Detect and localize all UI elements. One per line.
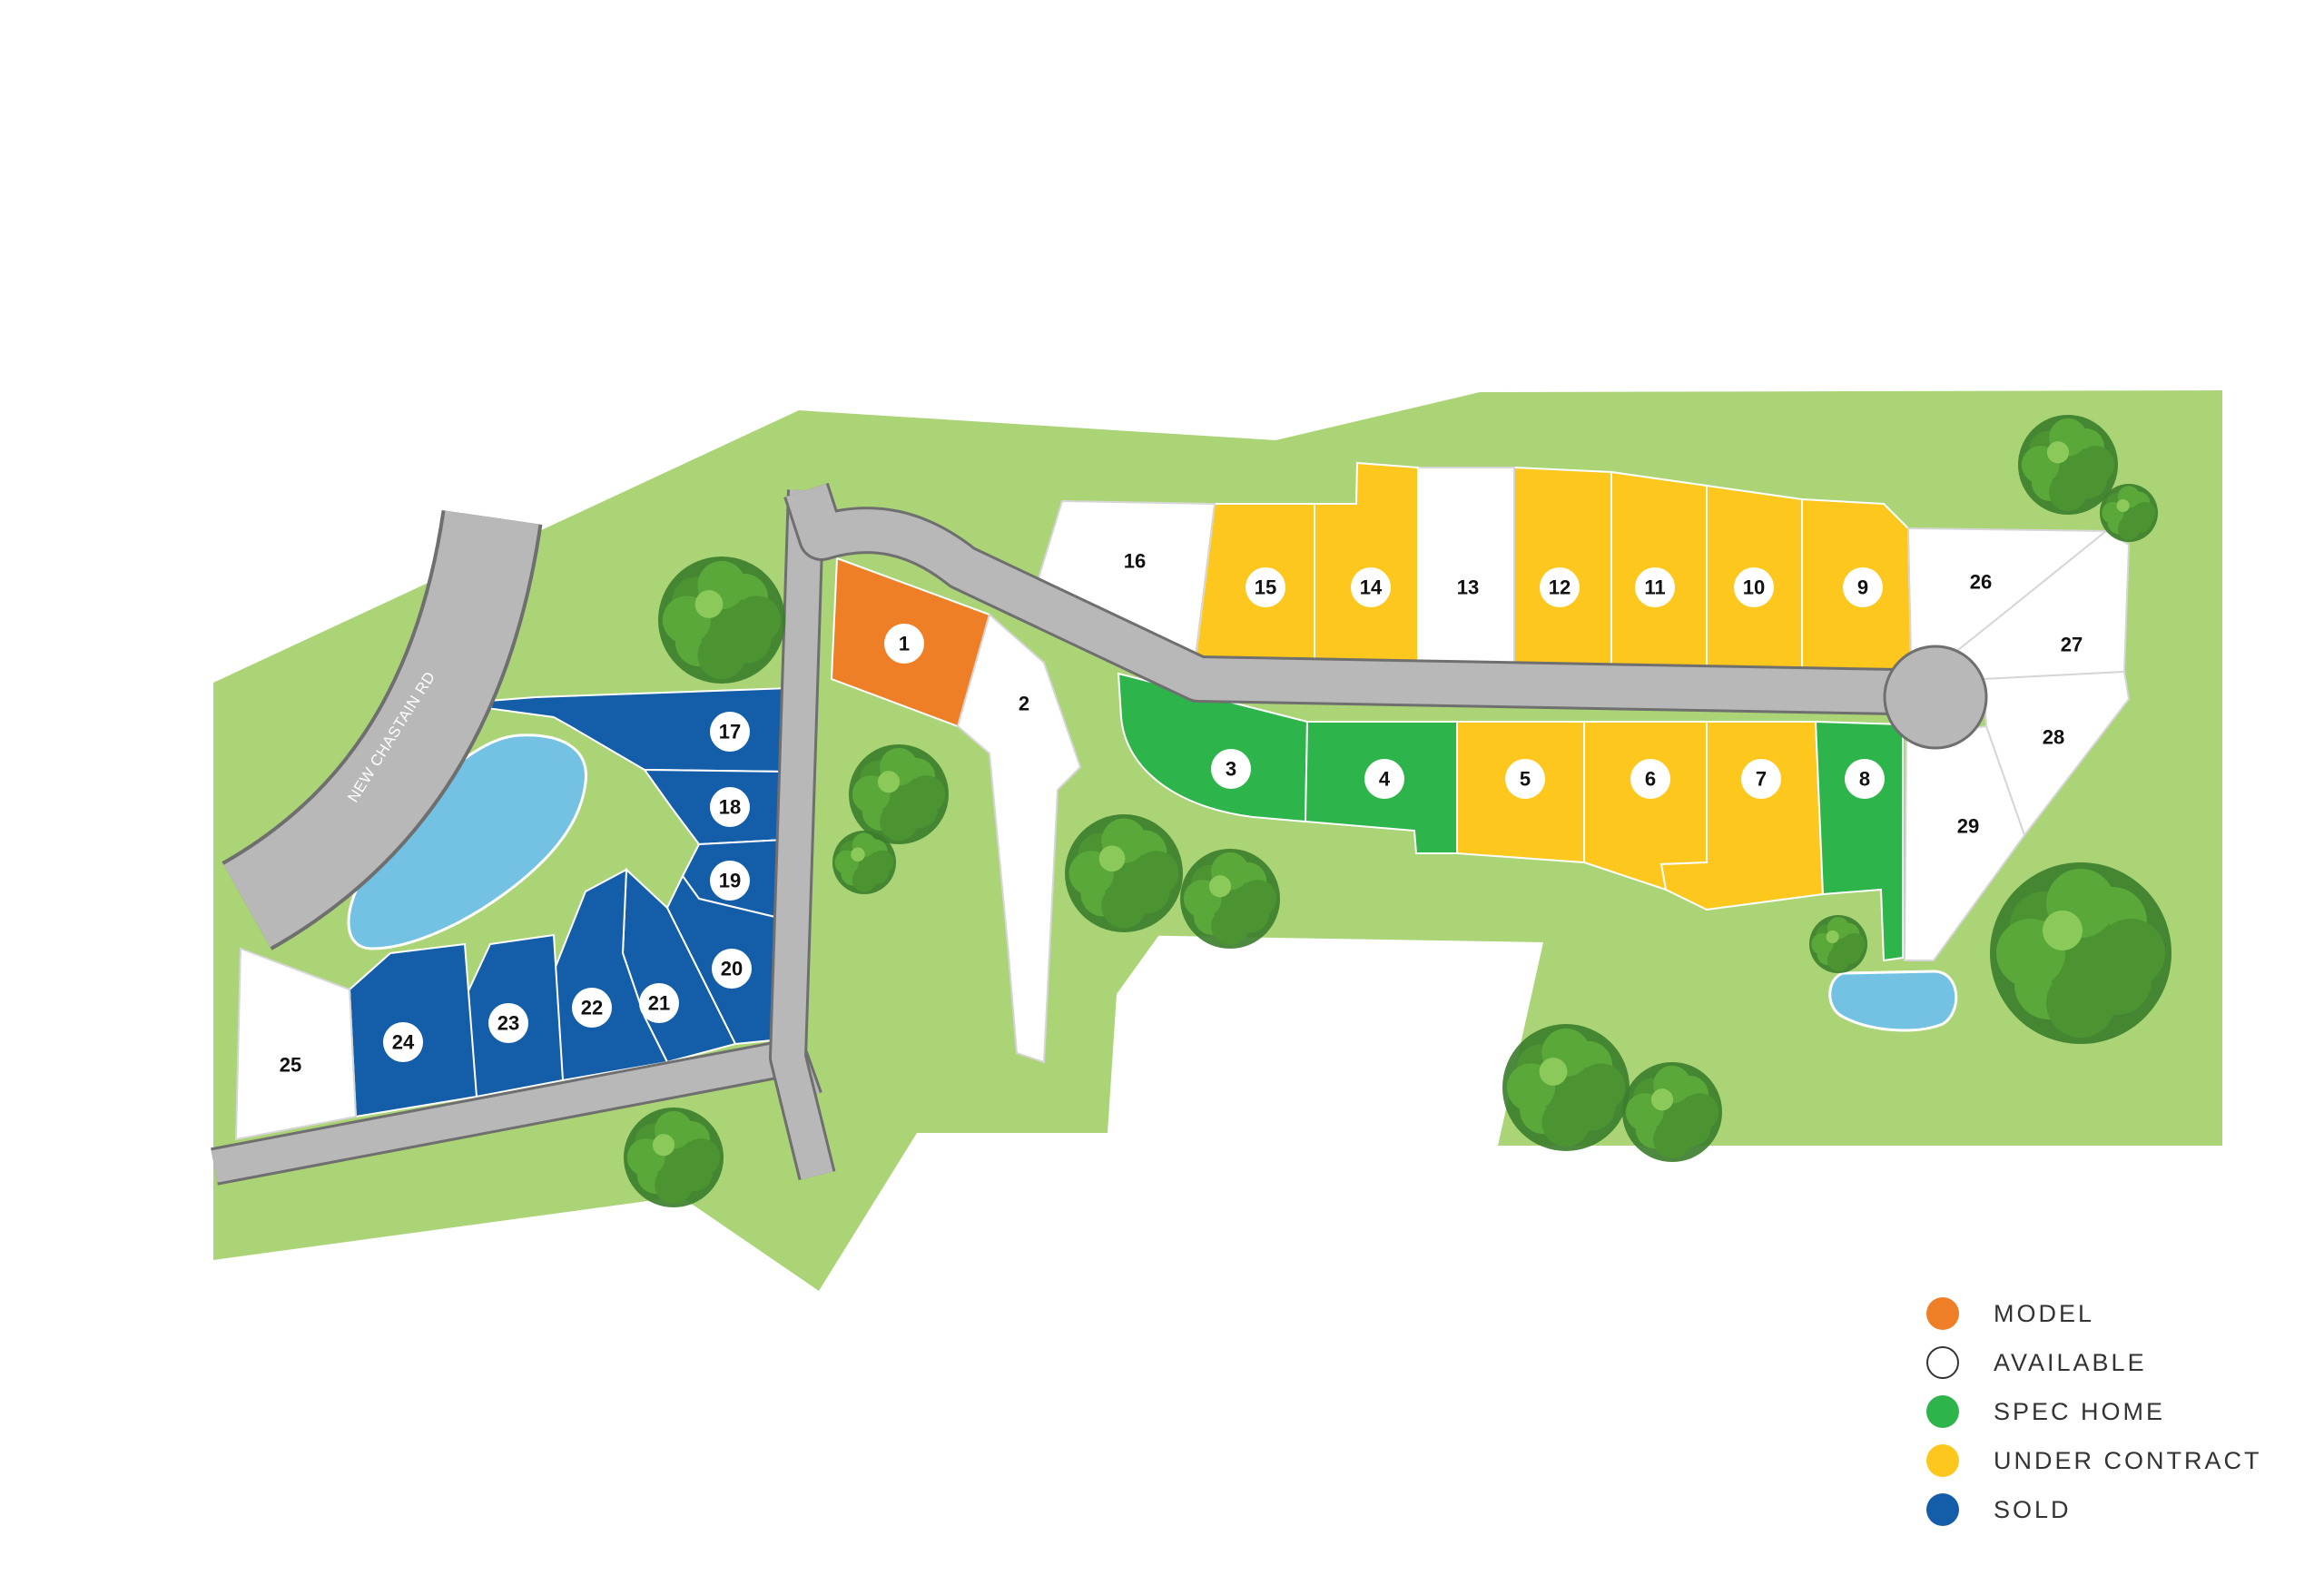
lot-badge-9 [1843, 567, 1883, 607]
tree-icon [849, 744, 949, 844]
lot-badge-22 [572, 988, 612, 1028]
lot-number-11: 11 [1644, 576, 1665, 599]
legend-label-sold: SOLD [1994, 1495, 2072, 1523]
north-south-road-surface [772, 489, 833, 1180]
legend-label-spec-home: SPEC HOME [1994, 1397, 2166, 1425]
lot-number-5: 5 [1520, 768, 1531, 791]
legend-label-available: AVAILABLE [1994, 1348, 2147, 1376]
lot-13[interactable] [1417, 467, 1515, 671]
new-chastain-road-surface [223, 510, 539, 948]
lot-badge-24 [383, 1022, 423, 1062]
legend-item-under-contract: UNDER CONTRACT [1926, 1436, 2262, 1485]
lot-28[interactable] [1982, 670, 2131, 838]
lot-number-1: 1 [899, 633, 910, 655]
tree-icon [1622, 1062, 1722, 1162]
lot-badge-6 [1630, 759, 1670, 799]
lot-number-16: 16 [1124, 550, 1146, 573]
lot-2[interactable] [956, 613, 1082, 1064]
legend-dot-spec-home [1926, 1395, 1959, 1428]
lot-number-14: 14 [1360, 576, 1383, 599]
lot-number-15: 15 [1255, 576, 1276, 599]
legend-item-available: AVAILABLE [1926, 1338, 2262, 1387]
lot-badge-23 [488, 1003, 528, 1043]
tree-icon [2018, 415, 2118, 515]
lot-number-12: 12 [1549, 576, 1571, 599]
tree-icon [1180, 849, 1280, 949]
lot-badge-17 [710, 712, 750, 752]
lot-number-7: 7 [1756, 768, 1767, 791]
lot-number-24: 24 [392, 1031, 415, 1054]
lot-number-23: 23 [497, 1012, 519, 1035]
lot-badge-4 [1364, 759, 1404, 799]
legend-label-model: MODEL [1994, 1299, 2095, 1327]
legend: MODEL AVAILABLE SPEC HOME UNDER CONTRACT… [1926, 1289, 2262, 1534]
lot-badge-20 [712, 949, 752, 989]
lot-number-9: 9 [1857, 576, 1868, 599]
lot-number-17: 17 [719, 721, 741, 743]
legend-item-sold: SOLD [1926, 1485, 2262, 1534]
legend-dot-sold [1926, 1493, 1959, 1526]
lot-badge-7 [1741, 759, 1781, 799]
lot-badge-14 [1351, 567, 1391, 607]
lot-badge-1 [884, 624, 924, 664]
lot-number-10: 10 [1743, 576, 1765, 599]
tree-icon [1809, 915, 1867, 973]
lot-number-29: 29 [1957, 815, 1979, 838]
lot-number-22: 22 [581, 997, 603, 1019]
lot-badge-8 [1845, 759, 1885, 799]
lot-number-21: 21 [648, 992, 670, 1015]
lot-number-8: 8 [1859, 768, 1870, 791]
lot-number-28: 28 [2043, 726, 2064, 749]
cul-de-sac [1883, 645, 1988, 750]
lot-badge-21 [639, 983, 679, 1023]
lot-number-4: 4 [1379, 768, 1391, 791]
pond-east [1828, 970, 1958, 1032]
legend-label-under-contract: UNDER CONTRACT [1994, 1446, 2262, 1474]
lot-number-26: 26 [1970, 571, 1992, 594]
tree-icon [832, 831, 896, 894]
lot-number-3: 3 [1226, 758, 1236, 781]
lot-number-13: 13 [1457, 576, 1479, 599]
tree-icon [1065, 814, 1183, 932]
lot-number-6: 6 [1645, 768, 1656, 791]
lot-number-20: 20 [721, 958, 743, 980]
tree-icon [1502, 1024, 1630, 1151]
lot-number-27: 27 [2061, 634, 2083, 656]
main-street-surface [786, 483, 1898, 713]
tree-icon [1990, 862, 2171, 1044]
lot-number-18: 18 [719, 796, 741, 819]
lot-number-25: 25 [280, 1054, 301, 1077]
lot-badge-18 [710, 787, 750, 827]
lot-number-19: 19 [719, 870, 741, 892]
legend-dot-available [1926, 1346, 1959, 1379]
lot-3[interactable] [1117, 672, 1309, 823]
lot-badge-19 [710, 861, 750, 901]
tree-icon [658, 556, 785, 684]
tree-icon [2100, 484, 2158, 542]
legend-item-model: MODEL [1926, 1289, 2262, 1338]
legend-dot-under-contract [1926, 1444, 1959, 1477]
lot-badge-12 [1540, 567, 1580, 607]
tree-icon [624, 1108, 724, 1207]
lot-25[interactable] [234, 947, 358, 1141]
lot-badge-10 [1734, 567, 1774, 607]
legend-item-spec-home: SPEC HOME [1926, 1387, 2262, 1436]
lot-badge-3 [1211, 749, 1251, 789]
lot-badge-11 [1635, 567, 1675, 607]
legend-dot-model [1926, 1297, 1959, 1330]
lot-badge-5 [1505, 759, 1545, 799]
lot-number-2: 2 [1019, 693, 1029, 715]
lot-badge-15 [1246, 567, 1285, 607]
